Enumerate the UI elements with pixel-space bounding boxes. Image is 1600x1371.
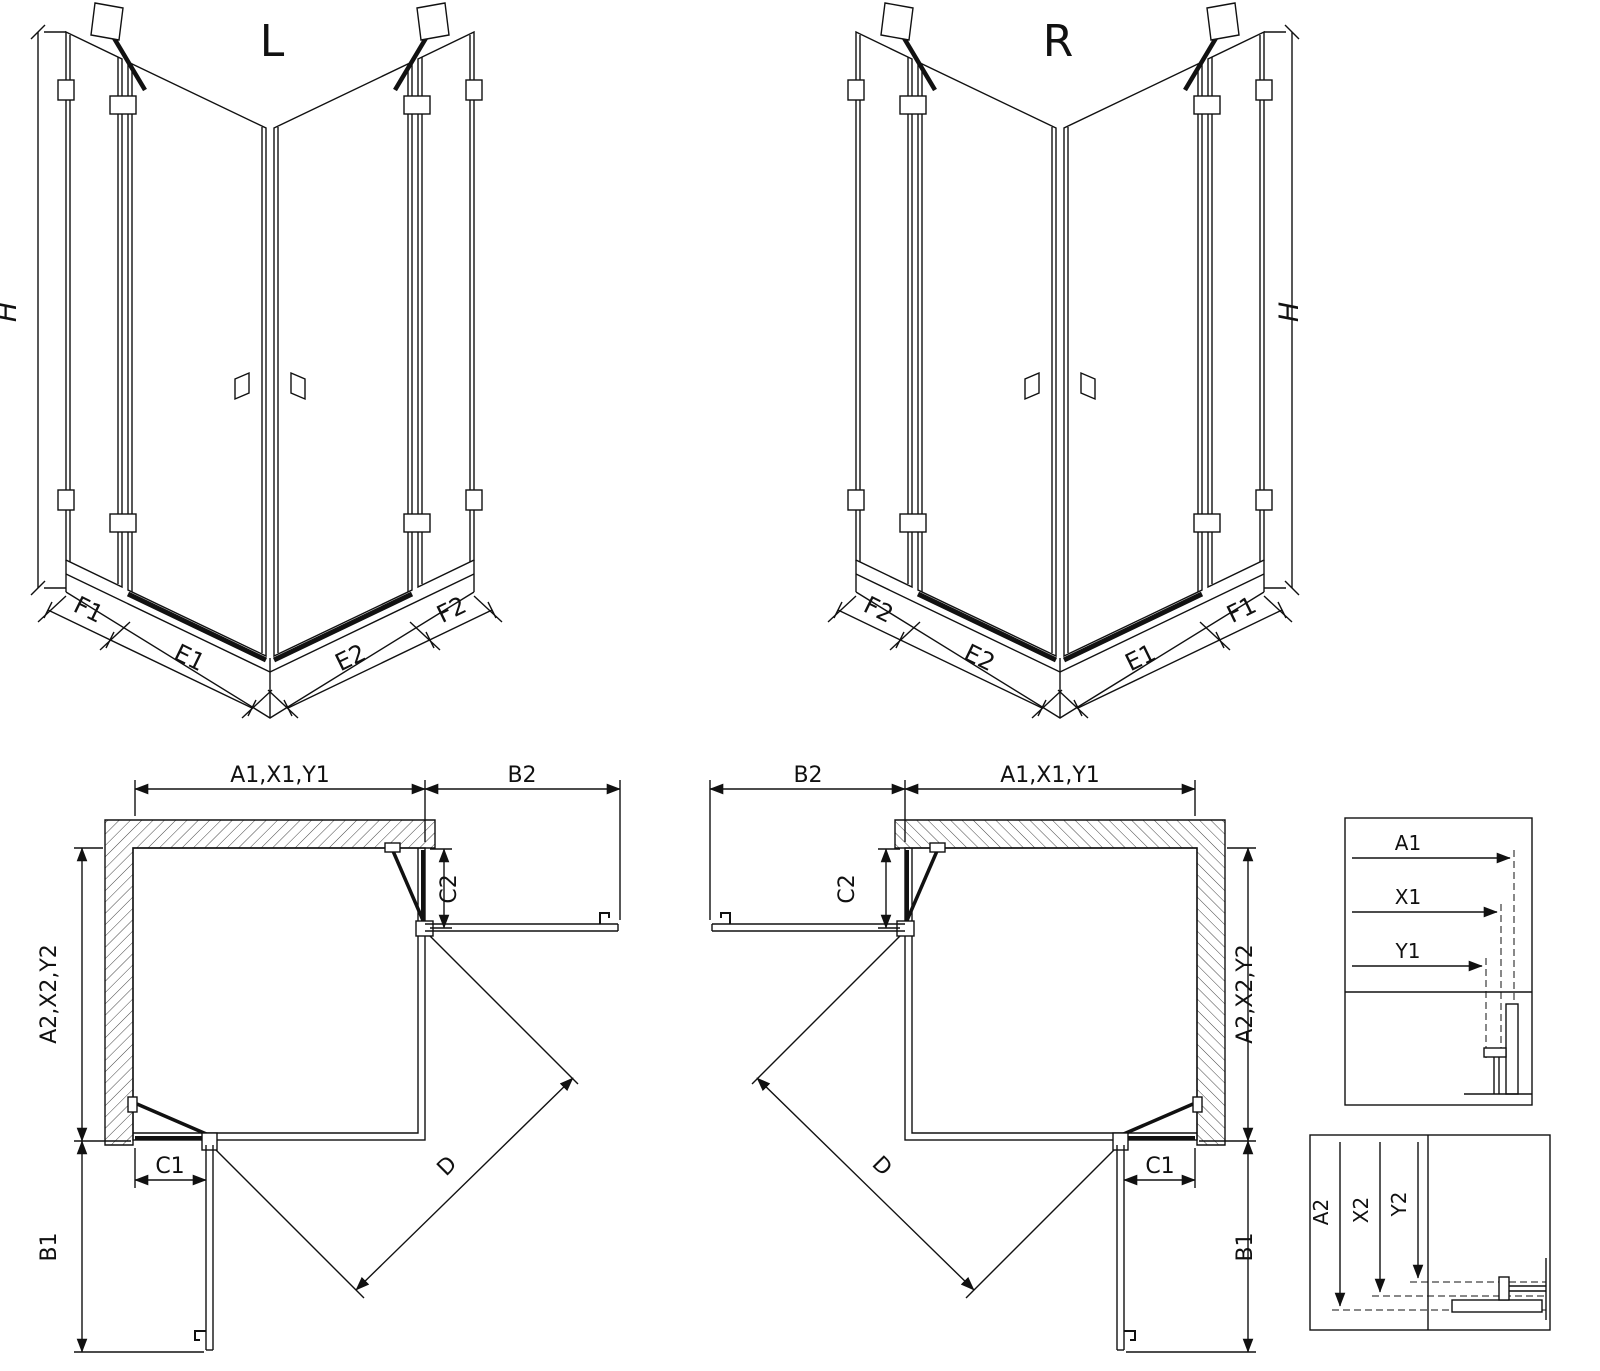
iso-left-title: L	[260, 16, 285, 67]
plan-right-drawing	[710, 780, 1256, 1352]
detail-top-dim-y1: Y1	[1395, 939, 1421, 963]
detail-box-bottom	[1309, 1134, 1551, 1331]
iso-right-dim-h: H	[1274, 302, 1305, 322]
plan-right-dim-c2: C2	[835, 874, 860, 903]
plan-left-dim-c1: C1	[155, 1154, 184, 1179]
detail-bottom-dim-x2: X2	[1349, 1197, 1373, 1223]
plan-left-dim-a1: A1,X1,Y1	[230, 763, 330, 788]
plan-left-dim-a2: A2,X2,Y2	[37, 944, 62, 1044]
plan-left-dim-d: D	[433, 1152, 463, 1182]
detail-bottom-dim-y2: Y2	[1387, 1192, 1411, 1218]
profile-section	[1464, 1003, 1532, 1095]
plan-right-dim-a1: A1,X1,Y1	[1000, 763, 1100, 788]
detail-top-dim-a1: A1	[1395, 831, 1421, 855]
plan-left-dim-c2: C2	[437, 874, 462, 903]
plan-left-drawing	[74, 780, 620, 1352]
detail-box-top	[1344, 817, 1533, 1106]
plan-right-dim-c1: C1	[1145, 1154, 1174, 1179]
plan-right-dim-b2: B2	[793, 763, 822, 788]
profile-section	[1451, 1258, 1547, 1320]
iso-left-dim-h: H	[0, 302, 23, 322]
plan-right-dim-a2: A2,X2,Y2	[1233, 944, 1258, 1044]
detail-bottom-dim-a2: A2	[1309, 1199, 1333, 1225]
plan-right-dim-d: D	[867, 1152, 897, 1182]
plan-right-dim-b1: B1	[1233, 1232, 1258, 1261]
detail-top-dim-x1: X1	[1395, 885, 1421, 909]
plan-left-dim-b1: B1	[37, 1232, 62, 1261]
plan-left-dim-b2: B2	[507, 763, 536, 788]
iso-right-title: R	[1043, 16, 1074, 67]
